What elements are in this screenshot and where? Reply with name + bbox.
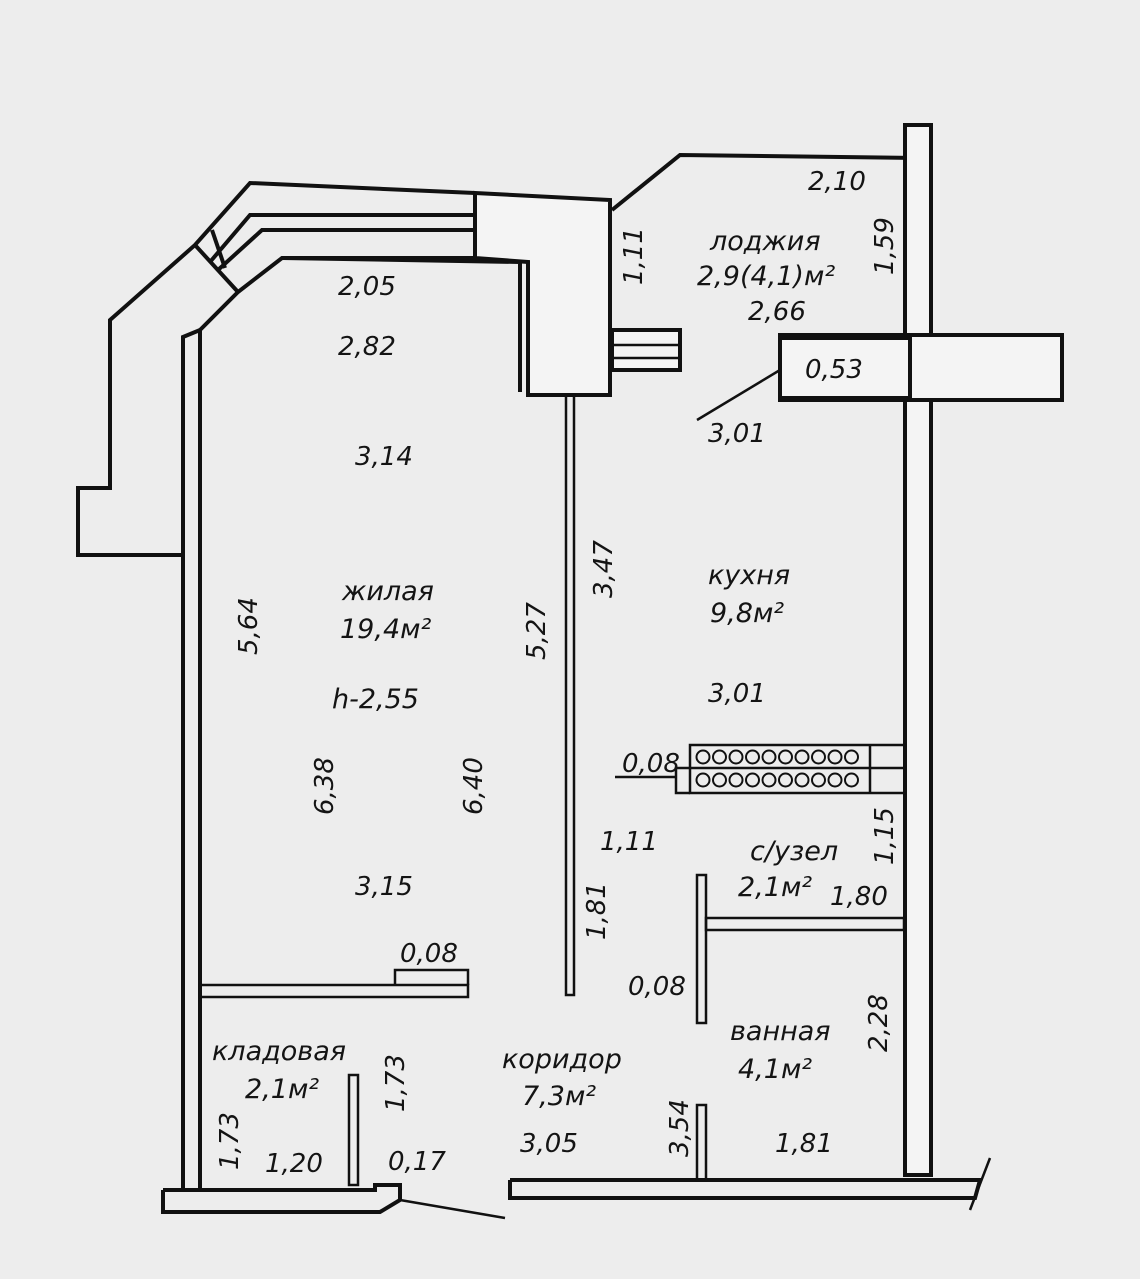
vent-pipe-circle [844,749,859,765]
dim-1-81-vert: 1,81 [582,882,612,940]
loggia-area: 2,9(4,1)м² [697,261,835,292]
dim-1-81-bottom: 1,81 [775,1129,833,1159]
bay-far-outline [76,180,476,557]
bath-bottom-partition [695,1103,708,1182]
door-swing-line [399,1198,506,1220]
dim-3-47: 3,47 [589,540,619,598]
dim-3-01-top: 3,01 [708,419,766,449]
dim-0-17: 0,17 [388,1147,446,1177]
dim-3-15: 3,15 [355,872,413,902]
wc-bath-partition [704,916,906,932]
vent-pipe-circle [745,749,760,765]
walls [76,123,1064,1220]
dim-1-73-left: 1,73 [215,1112,245,1170]
dim-2-10: 2,10 [808,167,866,197]
dimension-labels: 2,10 1,59 1,11 2,66 0,53 3,01 2,05 2,82 … [215,167,900,1179]
bath-area: 4,1м² [738,1054,812,1085]
vent-pipe-circle [712,772,727,788]
kitchen-area: 9,8м² [710,598,784,629]
vent-pipe-circle [794,749,810,765]
right-exterior-wall [903,123,933,1177]
dim-2-66: 2,66 [748,297,806,327]
vent-pipes [695,749,859,788]
kitchen-window-sill [610,328,682,372]
dim-0-08-kitchen: 0,08 [622,749,680,779]
vent-pipe-circle [695,749,711,765]
wc-area: 2,1м² [738,872,812,903]
storage-name: кладовая [212,1036,346,1067]
wall-break-mark [968,1157,992,1211]
dim-0-53: 0,53 [805,355,863,385]
vent-pipe-circle [778,772,793,788]
wc-left-partition [695,873,708,1025]
storage-wall-notch [393,968,470,985]
wc-name: с/узел [750,836,838,867]
vent-pipe-circle [827,749,843,765]
dim-2-05: 2,05 [338,272,396,302]
loggia-outline [610,152,919,212]
vent-pipe-circle [794,772,810,788]
loggia-name: лоджия [709,226,821,257]
storage-partition [347,1073,360,1187]
vent-pipe-circle [844,772,859,788]
room-labels: лоджия 2,9(4,1)м² жилая 19,4м² h-2,55 ку… [212,226,838,1112]
dim-2-28: 2,28 [864,994,894,1052]
dim-0-08-bath: 0,08 [628,972,686,1002]
vent-pipe-circle [827,772,843,788]
dim-6-40: 6,40 [459,757,489,815]
dim-6-38: 6,38 [310,757,340,815]
living-left-wall [181,327,202,1190]
vent-pipe-circle [811,772,826,788]
living-top-wall [281,256,522,392]
dim-1-11-top: 1,11 [619,227,649,285]
vent-pipe-circle [728,772,744,788]
vent-pipe-circle [778,749,793,765]
bay-inner-line [208,213,475,264]
storage-area: 2,1м² [245,1074,319,1105]
vent-pipe-circle [761,749,777,765]
dim-3-54: 3,54 [665,1099,695,1157]
dim-3-05: 3,05 [520,1129,578,1159]
living-kitchen-partition [564,393,576,997]
corridor-name: коридор [502,1044,622,1075]
bay-diagonal-1 [193,243,240,294]
bay-middle-line [216,228,475,272]
bath-name: ванная [730,1016,831,1047]
vent-pipe-circle [761,772,777,788]
leader-3-01 [696,368,781,422]
dim-3-14: 3,14 [355,442,413,472]
vent-pipe-circle [811,749,826,765]
kitchen-name: кухня [708,560,790,591]
dim-1-59: 1,59 [870,217,900,275]
beam-inner-box [778,336,912,400]
bottom-wall-left [161,1183,402,1214]
corridor-area: 7,3м² [522,1081,596,1112]
dim-0-08-living: 0,08 [400,939,458,969]
dim-2-82: 2,82 [338,332,396,362]
bay-diagonal-2 [210,229,227,269]
living-area: 19,4м² [340,614,431,645]
vent-pipe-circle [745,772,760,788]
dim-5-27: 5,27 [522,602,552,660]
column-block [473,190,612,397]
dim-1-80: 1,80 [830,882,888,912]
bottom-wall-right [508,1178,983,1200]
vent-pipe-circle [712,749,727,765]
vent-pipe-circle [695,772,711,788]
storage-top-wall [198,983,470,999]
dim-1-11-mid: 1,11 [600,827,658,857]
vent-block-step [674,766,690,795]
dim-1-15: 1,15 [870,807,900,865]
living-height: h-2,55 [332,684,419,715]
living-name: жилая [341,576,434,607]
vent-pipe-circle [728,749,744,765]
dim-1-73-right: 1,73 [381,1054,411,1112]
dim-1-20: 1,20 [265,1149,323,1179]
dim-3-01-kitchen: 3,01 [708,679,766,709]
dim-5-64: 5,64 [234,597,264,655]
